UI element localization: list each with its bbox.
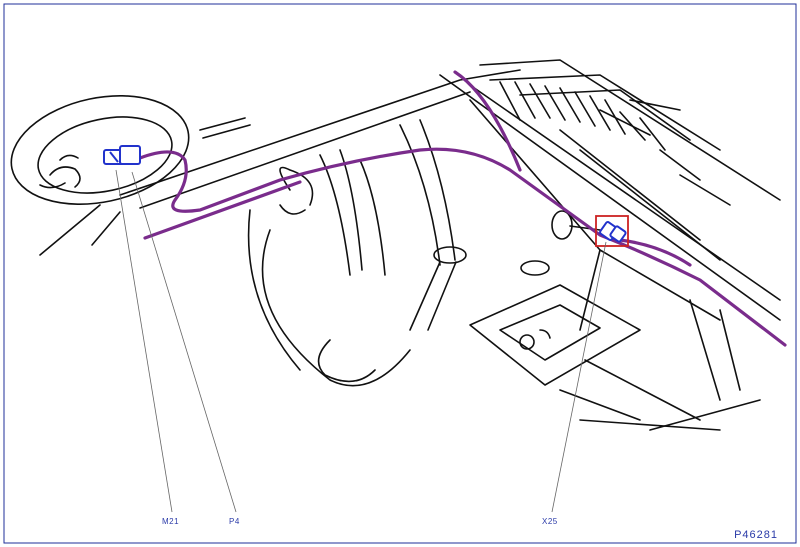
callout-p4: P4 <box>229 517 240 526</box>
callout-m21: M21 <box>162 517 180 526</box>
callout-x25: X25 <box>542 517 558 526</box>
connector-x25-highlight <box>595 215 629 247</box>
leader-p4 <box>131 171 237 513</box>
connector-m21 <box>103 145 141 165</box>
vehicle-floor-linework <box>10 59 781 431</box>
connector-x25 <box>599 221 627 243</box>
leader-m21 <box>115 169 173 513</box>
wiring-harness <box>138 70 787 347</box>
leader-x25 <box>551 241 607 513</box>
figure-reference-code: P46281 <box>734 529 778 541</box>
leader-lines <box>115 169 607 513</box>
diagram-border <box>3 3 797 544</box>
